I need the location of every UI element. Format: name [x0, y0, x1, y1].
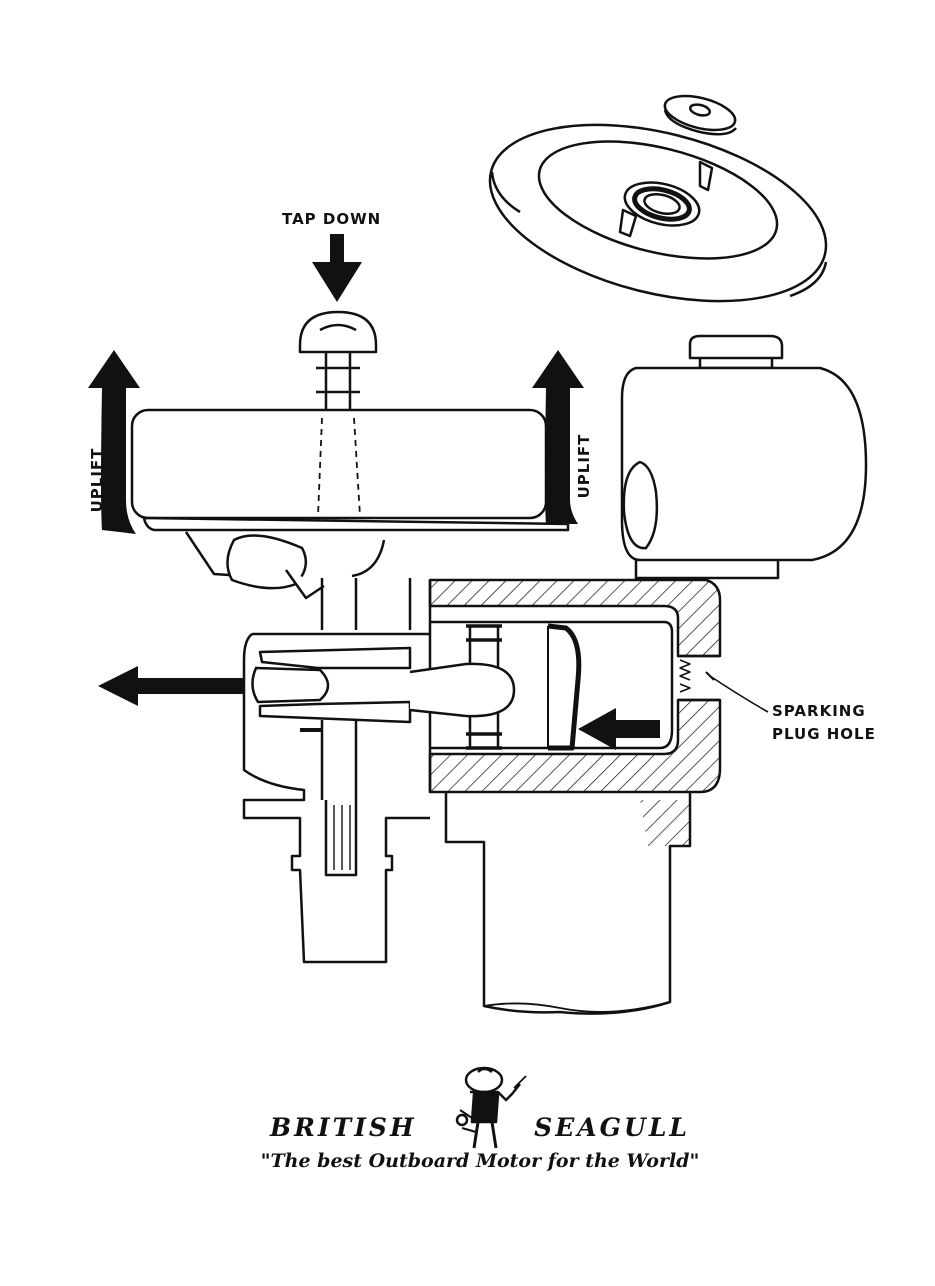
float-chamber [130, 310, 570, 600]
lower-housing [444, 792, 692, 1015]
brand-word-british: BRITISH [270, 1113, 417, 1142]
brand-word-seagull: SEAGULL [534, 1113, 690, 1142]
seagull-sailor-logo-icon [455, 1066, 527, 1149]
carburettor-body [242, 578, 430, 964]
intake-out-arrow-icon [98, 666, 244, 706]
uplift-right-arrow-icon [532, 350, 584, 524]
brand-slogan: "The best Outboard Motor for the World" [260, 1150, 700, 1172]
spark-plug-leader [709, 675, 769, 713]
uplift-left-label: UPLIFT [88, 447, 106, 513]
cylinder-head [620, 334, 868, 580]
sparking-plug-label-line2: PLUG HOLE [772, 725, 876, 743]
cylinder-block [409, 578, 722, 794]
piston-push-arrow-icon [578, 708, 660, 750]
tap-down-arrow-icon [312, 234, 362, 302]
washer [663, 94, 737, 136]
uplift-right-label: UPLIFT [575, 433, 593, 499]
flywheel-disc [488, 123, 828, 303]
sparking-plug-label-line1: SPARKING [772, 702, 866, 720]
sparking-plug-hole-label: SPARKING PLUG HOLE [772, 700, 876, 746]
uplift-left-arrow-icon [88, 350, 140, 534]
brand-name: BRITISH SEAGULL [270, 1113, 690, 1142]
tap-down-label: TAP DOWN [282, 210, 382, 228]
